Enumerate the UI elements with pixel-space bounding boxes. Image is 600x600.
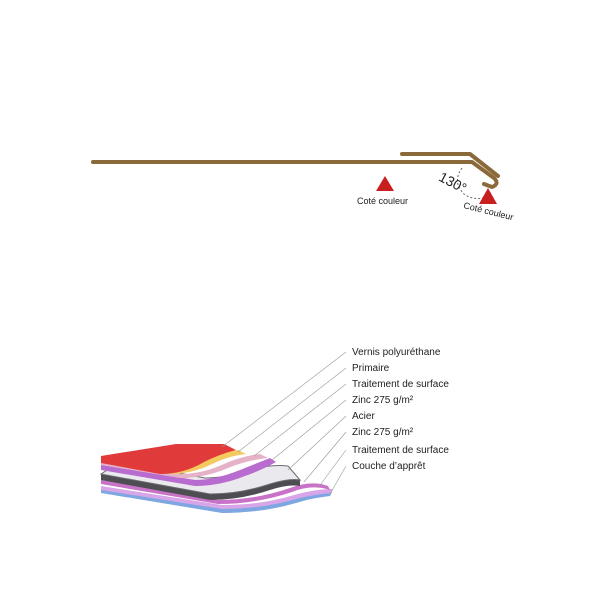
leader-line-8	[329, 465, 347, 495]
profile-section: 130° Coté couleur Coté couleur	[91, 152, 514, 222]
leader-line-4	[271, 399, 347, 461]
layer-varnish	[101, 444, 236, 474]
steel-profile-line	[91, 160, 499, 189]
layer-label-1: Vernis polyuréthane	[352, 347, 441, 358]
layer-label-7: Traitement de surface	[352, 445, 449, 456]
layer-label-8: Couche d’apprêt	[352, 461, 426, 472]
layer-stack	[99, 444, 332, 513]
leader-line-2	[237, 367, 347, 453]
layer-steel-side	[101, 474, 300, 500]
leader-line-7	[317, 449, 347, 489]
color-side-marker-2	[479, 188, 497, 204]
leader-line-5	[287, 415, 347, 471]
leader-line-6	[303, 431, 347, 483]
layer-base-coat	[101, 488, 332, 513]
color-side-label-1: Coté couleur	[357, 196, 408, 206]
layer-treatment-bottom	[101, 486, 332, 509]
angle-arc	[457, 167, 489, 200]
layer-label-5: Acier	[352, 411, 375, 422]
color-side-marker-1	[376, 176, 394, 191]
layer-label-6: Zinc 275 g/m²	[352, 427, 414, 438]
layer-label-2: Primaire	[352, 363, 390, 374]
leader-lines	[221, 351, 347, 495]
leader-line-3	[253, 383, 347, 457]
layer-zinc-top	[101, 458, 276, 486]
layer-label-3: Traitement de surface	[352, 379, 449, 390]
steel-profile-fold	[400, 152, 500, 178]
layer-labels: Vernis polyuréthane Primaire Traitement …	[352, 347, 449, 472]
layer-zinc-bottom	[101, 480, 330, 504]
leader-line-1	[221, 351, 347, 448]
layer-label-4: Zinc 275 g/m²	[352, 395, 414, 406]
angle-label: 130°	[436, 168, 469, 196]
